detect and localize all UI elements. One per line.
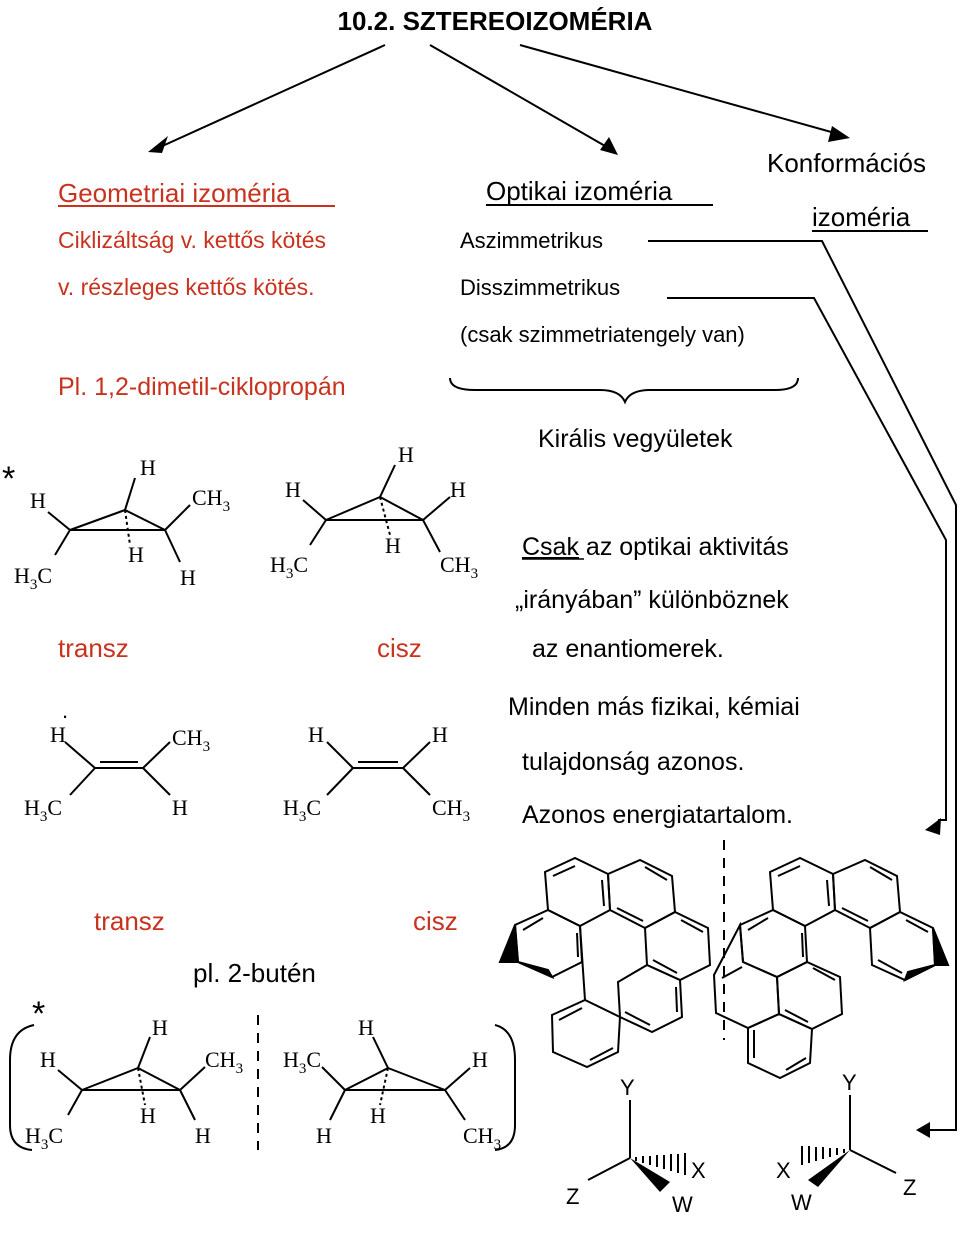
atom-H3C: H3C [25,1123,63,1153]
atom-Z: Z [903,1175,916,1200]
atom-CH3: CH3 [205,1047,243,1077]
atom-H: H [140,1103,156,1128]
geometric-line2: v. részleges kettős kötés. [58,274,315,300]
text-line2: „irányában” különböznek [515,586,789,614]
atom-H: H [450,477,466,502]
tetrahedral-right: Y X Z W [776,1070,916,1215]
atom-H: H [180,565,196,590]
atom-CH3: CH3 [192,485,230,515]
atom-Y: Y [620,1075,635,1100]
text-csak: Csak [522,533,579,561]
atom-X: X [776,1158,791,1183]
helicene-right [712,856,950,1080]
geometric-example: Pl. 1,2-dimetil-ciklopropán [58,373,346,401]
top-arrowheads [148,126,850,155]
label-trans-2: transz [94,906,165,936]
atom-X: X [691,1158,706,1183]
atom-H3C: H3C [283,1047,321,1077]
helicene-left [498,856,712,1069]
atom-CH3: CH3 [440,552,478,582]
chiral-heading: Királis vegyületek [538,425,733,453]
atom-W: W [791,1190,812,1215]
atom-H3C: H3C [270,552,308,582]
text-line6: Azonos energiatartalom. [522,801,793,829]
atom-H: H [398,442,414,467]
atom-H3C: H3C [24,795,62,825]
label-trans-1: transz [58,633,129,663]
atom-H: H [370,1103,386,1128]
atom-H: H [308,722,324,747]
optical-heading: Optikai izoméria [486,176,673,206]
conformational-line1: Konformációs [767,148,926,178]
star-marker-1: * [2,460,15,498]
atom-H: H [30,488,46,513]
atom-CH3: CH3 [432,795,470,825]
atom-W: W [672,1192,693,1217]
stray-dot: . [62,698,68,723]
atom-CH3: CH3 [463,1123,501,1153]
atom-H: H [472,1047,488,1072]
trans-cyclopropane: H H CH3 H3C H H [14,455,230,593]
optical-dissym: Disszimmetrikus [460,275,620,300]
text-line3: az enantiomerek. [532,635,724,663]
right-bracket [494,1024,516,1151]
cyclopropane-bottom-left: H H CH3 H3C H H [25,1015,243,1153]
atom-H3C: H3C [14,563,52,593]
atom-H: H [40,1047,56,1072]
atom-H: H [385,533,401,558]
geometric-heading: Geometriai izoméria [58,178,291,208]
atom-H: H [358,1015,374,1040]
atom-H: H [432,722,448,747]
cyclopropane-bottom-right: H3C H H H H CH3 [283,1015,501,1153]
atom-H: H [172,795,188,820]
tetrahedral-left: Y X Z W [566,1075,706,1217]
cis-2-butene: H H H3C CH3 [283,722,470,825]
top-arrows [157,44,843,151]
atom-H: H [140,455,156,480]
atom-Y: Y [842,1070,857,1095]
page-title: 10.2. SZTEREOIZOMÉRIA [338,6,653,36]
atom-CH3: CH3 [172,725,210,755]
star-marker-2: * [32,995,45,1033]
chiral-brace [449,377,799,405]
text-line4: Minden más fizikai, kémiai [508,693,800,721]
trans-2-butene: H CH3 H3C H [24,722,210,825]
atom-H3C: H3C [283,795,321,825]
atom-H: H [128,542,144,567]
atom-Z: Z [566,1184,579,1209]
text-line5: tulajdonság azonos. [522,748,744,776]
cis-cyclopropane: H H H H3C H CH3 [270,442,478,582]
optical-asym: Aszimmetrikus [460,228,603,253]
atom-H: H [152,1015,168,1040]
connector-lines [648,240,957,1131]
label-cis-1: cisz [377,633,422,663]
atom-H: H [50,722,66,747]
conformational-line2: izoméria [812,202,911,232]
atom-H: H [285,477,301,502]
atom-H: H [195,1123,211,1148]
label-cis-2: cisz [413,906,458,936]
text-line1: Csak az optikai aktivitás [522,533,789,561]
butene-example: pl. 2-butén [193,958,316,988]
geometric-line1: Ciklizáltság v. kettős kötés [58,227,326,253]
atom-H: H [316,1123,332,1148]
left-bracket [9,1024,35,1151]
optical-note: (csak szimmetriatengely van) [460,322,745,347]
connector-arrowheads [916,818,941,1138]
